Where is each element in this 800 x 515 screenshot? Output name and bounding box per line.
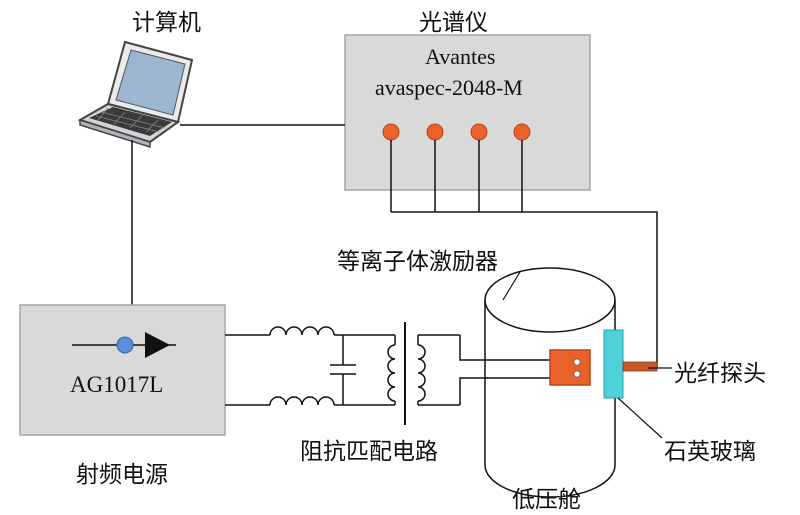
low-pressure-chamber-label: 低压舱 xyxy=(512,487,581,513)
rf-power-supply-label: 射频电源 xyxy=(76,462,168,488)
spectrometer-port-1 xyxy=(382,123,400,141)
spectrometer-model: avaspec-2048-M xyxy=(375,75,523,100)
rf-power-model: AG1017L xyxy=(70,372,164,397)
spectrometer-port-4 xyxy=(513,123,531,141)
quartz-glass-window xyxy=(603,329,624,399)
spectrometer-port-2 xyxy=(426,123,444,141)
quartz-glass-label: 石英玻璃 xyxy=(664,439,756,465)
leader-plasma-exciter xyxy=(502,271,521,301)
leader-quartz-glass xyxy=(617,397,663,439)
computer-label: 计算机 xyxy=(132,10,201,36)
laptop-icon xyxy=(77,40,194,149)
matching-circuit-label: 阻抗匹配电路 xyxy=(300,439,438,465)
spectrometer-label: 光谱仪 xyxy=(419,10,488,36)
matching-circuit xyxy=(269,322,460,425)
electrode-wires xyxy=(459,335,550,405)
plasma-exciter-label: 等离子体激励器 xyxy=(337,249,498,275)
rf-source-icon xyxy=(116,336,134,354)
exciter-terminal-1 xyxy=(573,358,581,366)
spectrometer-box xyxy=(344,34,591,191)
fiber-probe-label: 光纤探头 xyxy=(674,361,766,387)
rf-output-wires xyxy=(225,334,270,406)
spectrometer-port-3 xyxy=(470,123,488,141)
plasma-exciter xyxy=(549,349,591,386)
rf-output-triangle-icon xyxy=(145,332,170,358)
exciter-terminal-2 xyxy=(573,370,581,378)
rf-power-supply-box xyxy=(19,304,226,436)
fiber-probe xyxy=(622,361,658,372)
spectrometer-brand: Avantes xyxy=(425,44,496,69)
